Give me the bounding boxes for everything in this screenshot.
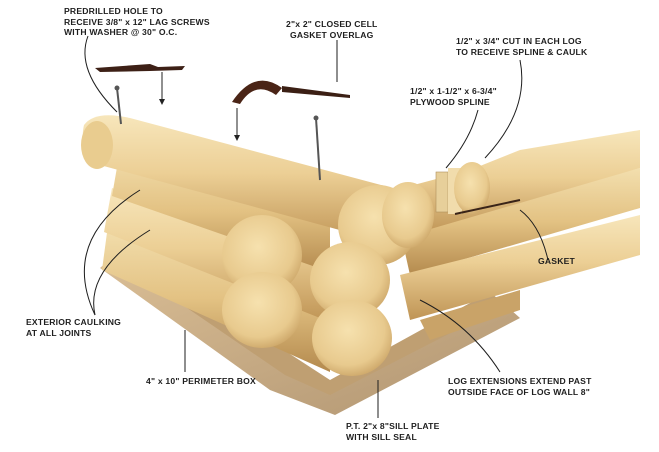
- label-line: WITH WASHER @ 30" O.C.: [64, 27, 178, 37]
- log-end: [310, 242, 390, 318]
- label-line: 2"x 2" CLOSED CELL: [286, 19, 378, 29]
- label-line: TO RECEIVE SPLINE & CAULK: [456, 46, 588, 57]
- label-gasket-overlag: 2"x 2" CLOSED CELL GASKET OVERLAG: [286, 19, 378, 40]
- label-log-extensions: LOG EXTENSIONS EXTEND PAST OUTSIDE FACE …: [448, 376, 592, 397]
- label-line: AT ALL JOINTS: [26, 327, 92, 338]
- label-line: 1/2" x 3/4" CUT IN EACH LOG: [456, 36, 582, 46]
- label-line: P.T. 2"x 8"SILL PLATE: [346, 421, 440, 431]
- gasket-strip: [454, 199, 521, 215]
- label-plywood-spline: 1/2" x 1-1/2" x 6-3/4" PLYWOOD SPLINE: [410, 86, 497, 107]
- label-cut-in-log: 1/2" x 3/4" CUT IN EACH LOG TO RECEIVE S…: [456, 36, 587, 57]
- label-line: RECEIVE 3/8" x 12" LAG SCREWS: [64, 16, 210, 27]
- gasket-overlag-arc: [232, 80, 282, 104]
- label-perimeter-box: 4" x 10" PERIMETER BOX: [146, 376, 256, 387]
- gasket-overlag-tail: [282, 86, 350, 98]
- log-end: [222, 272, 302, 348]
- label-line: 1/2" x 1-1/2" x 6-3/4": [410, 86, 497, 96]
- label-exterior-caulking: EXTERIOR CAULKING AT ALL JOINTS: [26, 317, 121, 338]
- washer-gasket-flat: [95, 64, 185, 72]
- label-line: GASKET OVERLAG: [290, 29, 374, 40]
- label-sill-plate: P.T. 2"x 8"SILL PLATE WITH SILL SEAL: [346, 421, 440, 442]
- label-lag-screws: PREDRILLED HOLE TO RECEIVE 3/8" x 12" LA…: [64, 6, 210, 38]
- lag-screws: [114, 85, 321, 181]
- top-log-left-end: [81, 121, 113, 169]
- side-wall-logs: [395, 130, 640, 340]
- cut-log-end: [454, 162, 490, 214]
- label-line: WITH SILL SEAL: [346, 431, 417, 442]
- plywood-spline: [435, 171, 449, 213]
- leader-lines: [83, 35, 549, 418]
- label-line: LOG EXTENSIONS EXTEND PAST: [448, 376, 592, 386]
- label-line: PLYWOOD SPLINE: [410, 96, 490, 107]
- label-line: 4" x 10" PERIMETER BOX: [146, 376, 256, 386]
- label-line: OUTSIDE FACE OF LOG WALL 8": [448, 386, 591, 397]
- label-gasket: GASKET: [538, 256, 575, 267]
- log-end: [312, 300, 392, 376]
- label-line: EXTERIOR CAULKING: [26, 317, 122, 327]
- log-end: [382, 182, 434, 248]
- label-line: PREDRILLED HOLE TO: [64, 6, 163, 16]
- corner-log-ends: [222, 182, 434, 376]
- log-end: [222, 215, 302, 295]
- label-line: GASKET: [538, 256, 576, 266]
